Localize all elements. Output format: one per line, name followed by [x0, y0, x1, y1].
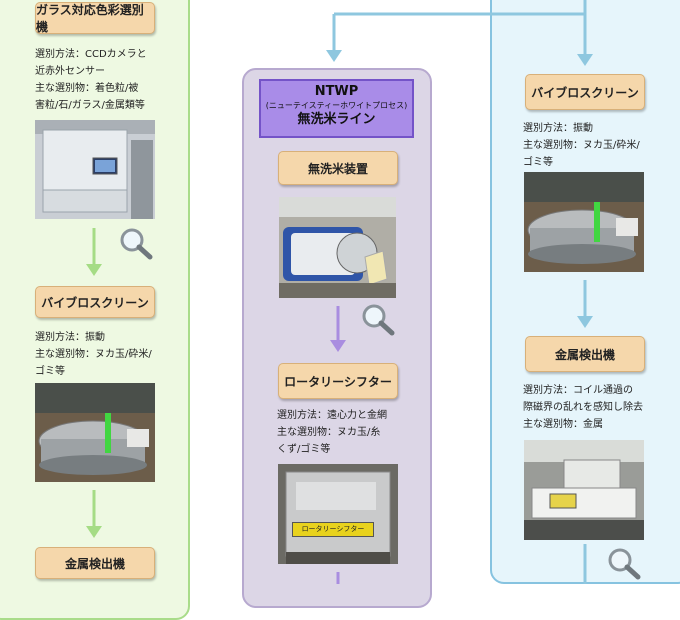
flow-connectors: [86, 0, 593, 584]
right-metal-detector-photo: [524, 440, 644, 540]
right-vibro-screen-button[interactable]: バイブロスクリーン: [525, 74, 645, 110]
ntwp-title: NTWP: [314, 84, 359, 99]
rotary-sifter-photo-label: ロータリーシフター: [292, 522, 374, 537]
musenmai-photo: [279, 197, 396, 298]
desc-line: 選別方法：遠心力と金網: [277, 410, 387, 421]
desc-line: 近赤外センサー: [35, 66, 105, 77]
desc-line: ゴミ等: [35, 366, 65, 377]
right-vibro-screen-photo: [524, 172, 644, 272]
musenmai-button[interactable]: 無洗米装置: [278, 151, 398, 185]
right-vibro-screen-description: 選別方法：振動 主な選別物：ヌカ玉/砕米/ ゴミ等: [523, 120, 640, 171]
vibro-screen-description: 選別方法：振動 主な選別物：ヌカ玉/砕米/ ゴミ等: [35, 329, 152, 380]
desc-line: 主な選別物：着色粒/被: [35, 83, 139, 94]
color-sorter-photo: [35, 120, 155, 219]
desc-line: 選別方法：コイル通過の: [523, 385, 633, 396]
rotary-sifter-button[interactable]: ロータリーシフター: [278, 363, 398, 399]
magnifier-icon[interactable]: [358, 302, 398, 336]
desc-line: 主な選別物：金属: [523, 419, 603, 430]
desc-line: 主な選別物：ヌカ玉/糸: [277, 427, 381, 438]
desc-line: くず/ゴミ等: [277, 444, 331, 455]
desc-line: 害粒/石/ガラス/金属類等: [35, 100, 145, 111]
desc-line: 選別方法：振動: [523, 123, 593, 134]
vibro-screen-photo: [35, 383, 155, 482]
metal-detector-button[interactable]: 金属検出機: [35, 547, 155, 579]
color-sorter-button[interactable]: ガラス対応色彩選別機: [35, 2, 155, 34]
ntwp-line-label: 無洗米ライン: [297, 112, 376, 127]
desc-line: ゴミ等: [523, 157, 553, 168]
desc-line: 際磁界の乱れを感知し除去: [523, 402, 643, 413]
rotary-sifter-photo: ロータリーシフター: [278, 464, 398, 564]
right-metal-detector-description: 選別方法：コイル通過の 際磁界の乱れを感知し除去 主な選別物：金属: [523, 382, 643, 433]
ntwp-subtitle: (ニューテイスティーホワイトプロセス): [265, 101, 408, 110]
magnifier-icon[interactable]: [604, 546, 644, 580]
desc-line: 選別方法：振動: [35, 332, 105, 343]
magnifier-icon[interactable]: [116, 226, 156, 260]
desc-line: 主な選別物：ヌカ玉/砕米/: [35, 349, 152, 360]
desc-line: 選別方法：CCDカメラと: [35, 49, 147, 60]
vibro-screen-button[interactable]: バイブロスクリーン: [35, 286, 155, 318]
color-sorter-description: 選別方法：CCDカメラと 近赤外センサー 主な選別物：着色粒/被 害粒/石/ガラ…: [35, 46, 147, 114]
right-metal-detector-button[interactable]: 金属検出機: [525, 336, 645, 372]
rotary-sifter-description: 選別方法：遠心力と金網 主な選別物：ヌカ玉/糸 くず/ゴミ等: [277, 407, 387, 458]
ntwp-line-box[interactable]: NTWP (ニューテイスティーホワイトプロセス) 無洗米ライン: [259, 79, 414, 138]
desc-line: 主な選別物：ヌカ玉/砕米/: [523, 140, 640, 151]
